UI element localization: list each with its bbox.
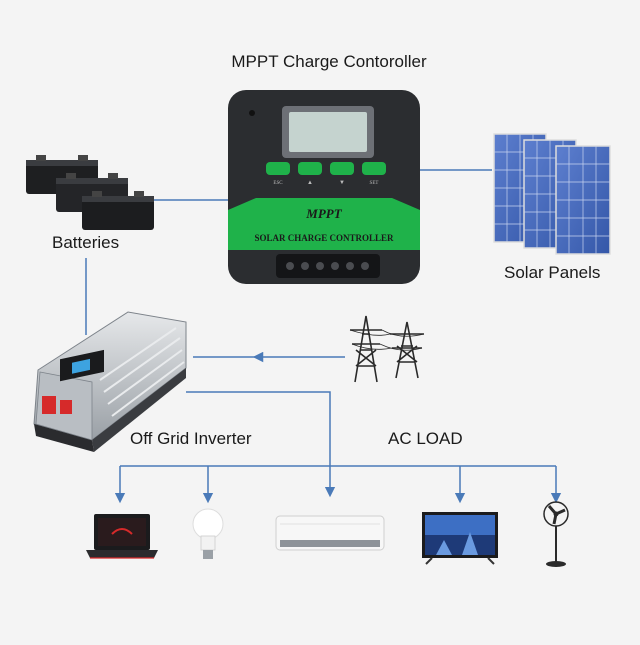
up-button-label: ▲ <box>307 180 313 186</box>
controller-terminals <box>286 262 369 270</box>
light-bulb-icon <box>192 508 224 559</box>
air-conditioner-icon <box>275 515 385 551</box>
inverter-lcd <box>72 358 90 374</box>
down-button[interactable] <box>330 162 354 175</box>
batteries-label: Batteries <box>52 233 120 252</box>
controller-band-text: SOLAR CHARGE CONTROLLER <box>254 233 394 243</box>
controller-green-band <box>228 198 420 250</box>
controller-title-label: MPPT Charge Contoroller <box>231 52 427 71</box>
inverter-red-breaker <box>60 400 72 414</box>
set-button[interactable] <box>362 162 386 175</box>
controller-buttons: ESC ▲ ▼ SET <box>266 162 386 186</box>
fan-icon <box>543 501 569 567</box>
controller-terminal-block <box>276 254 380 278</box>
esc-button[interactable] <box>266 162 290 175</box>
battery-icon <box>26 155 154 230</box>
power-tower-icon <box>349 315 425 383</box>
ac-load-label: AC LOAD <box>388 429 463 448</box>
controller-logo: MPPT <box>305 206 342 221</box>
laptop-icon <box>86 514 158 559</box>
inverter <box>33 311 187 452</box>
mppt-controller: ESC ▲ ▼ SET MPPT SOLAR CHARGE CONTROLLER <box>228 90 420 284</box>
battery-unit <box>82 191 154 230</box>
solar-panels-label: Solar Panels <box>504 263 601 282</box>
solar-panel-icon <box>493 133 611 255</box>
inverter-label: Off Grid Inverter <box>130 429 252 448</box>
esc-button-label: ESC <box>273 181 283 186</box>
controller-lcd <box>289 112 367 152</box>
solar-panel <box>555 145 611 255</box>
down-button-label: ▼ <box>339 180 345 186</box>
connector-lines <box>85 169 562 504</box>
inverter-red-breaker <box>42 396 56 414</box>
up-button[interactable] <box>298 162 322 175</box>
television-icon <box>422 512 498 565</box>
line-inverter-acload <box>186 391 336 498</box>
power-tower <box>390 321 424 379</box>
set-button-label: SET <box>370 181 379 186</box>
